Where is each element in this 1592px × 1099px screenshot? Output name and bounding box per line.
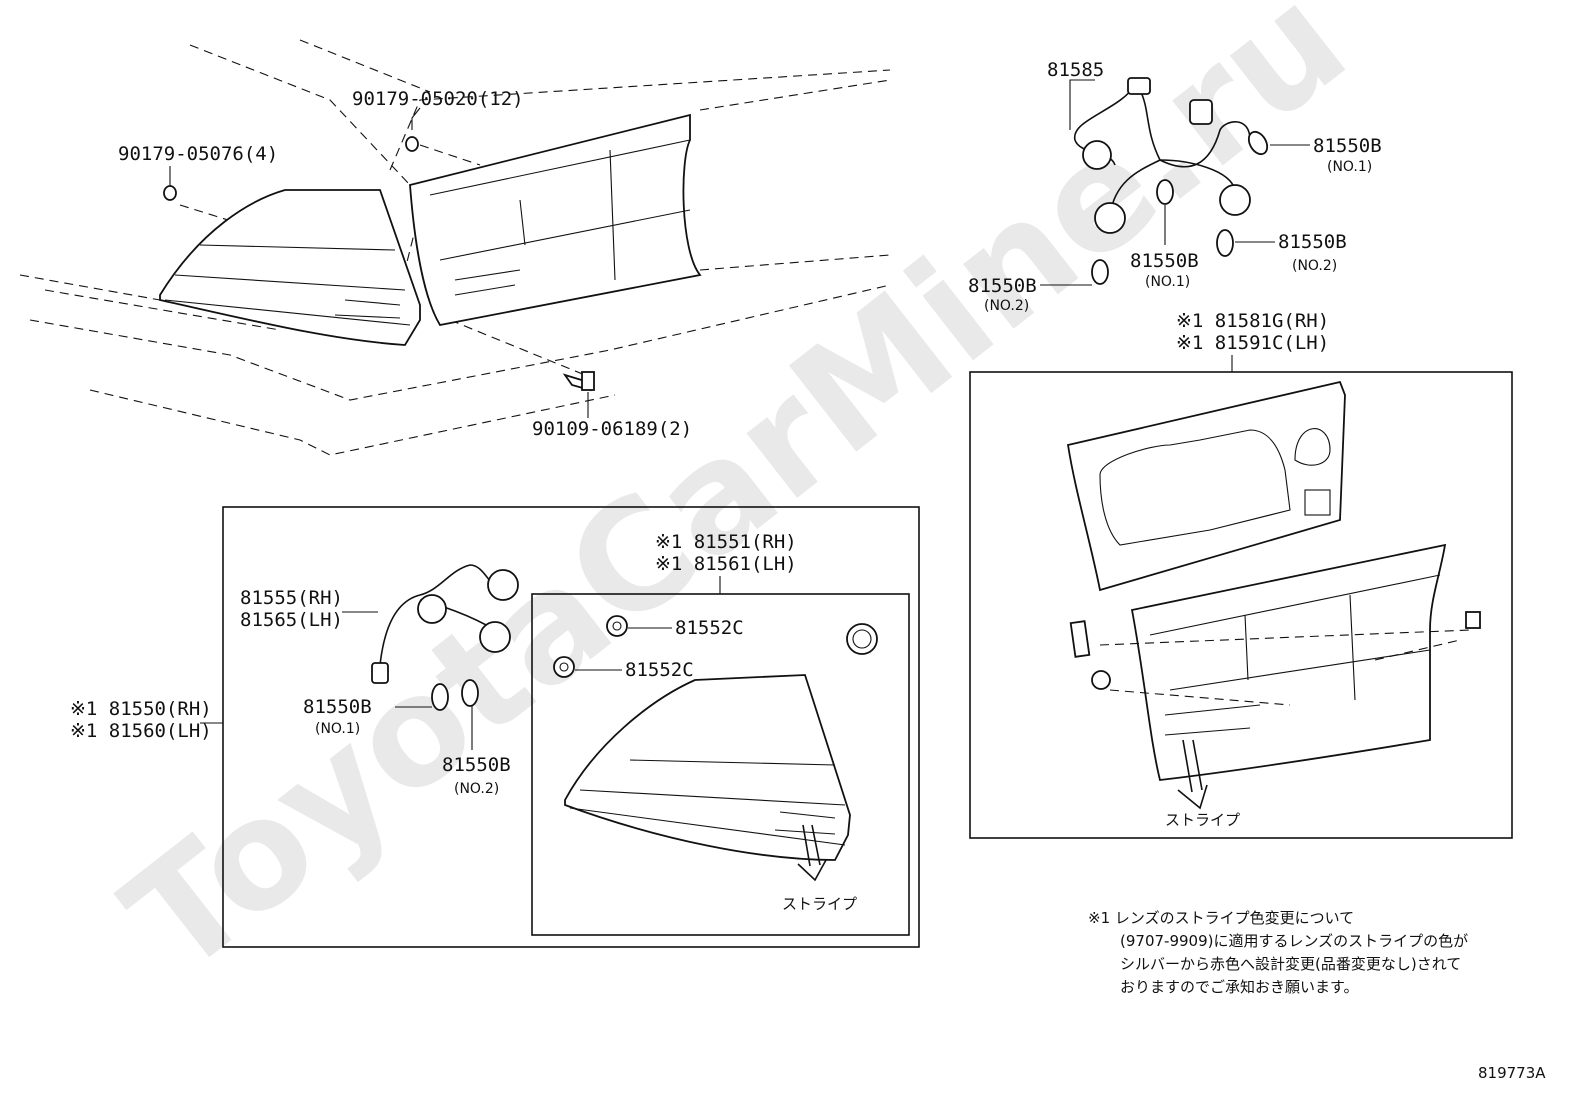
callout-bulb-b-sub: (NO.1) [1145, 274, 1190, 290]
callout-lens-rh: ※1 81551(RH) [655, 531, 797, 553]
socket-harness [371, 564, 519, 684]
lens-left [564, 674, 851, 882]
garnish-assy-box [969, 371, 1513, 839]
footnote: ※1 レンズのストライプ色変更について (9707-9909)に適用するレンズの… [1088, 909, 1468, 996]
callout-bulb-b: 81550B [1130, 250, 1199, 272]
callout-gasket-b: 81552C [625, 659, 694, 681]
bulbs-top-right [1040, 130, 1310, 286]
garnish-plate [1066, 380, 1346, 592]
callout-assy-rh: ※1 81550(RH) [70, 698, 212, 720]
callout-bolt-top: 90179-05020(12) [352, 88, 524, 110]
callout-assy-lh: ※1 81560(LH) [70, 720, 212, 742]
callout-bulb-a: 81550B [1313, 135, 1382, 157]
stripe-label-left: ストライプ [782, 895, 857, 913]
callout-bulb-d: 81550B [968, 275, 1037, 297]
callout-socket-lh: 81565(LH) [240, 609, 343, 631]
callout-socket-rh: 81555(RH) [240, 587, 343, 609]
callout-bulb-e: 81550B [303, 696, 372, 718]
rear-center-garnish [409, 113, 702, 327]
wire-harness-81585 [1074, 77, 1251, 234]
callout-garnish-lh: ※1 81591C(LH) [1176, 332, 1329, 354]
callout-gasket-a: 81552C [675, 617, 744, 639]
callout-bulb-c: 81550B [1278, 231, 1347, 253]
rear-combination-lamp-left [159, 189, 421, 346]
callout-lens-lh: ※1 81561(LH) [655, 553, 797, 575]
callout-bulb-c-sub: (NO.2) [1292, 258, 1337, 274]
gaskets [553, 615, 878, 678]
diagram-id: 819773A [1478, 1064, 1546, 1082]
callout-screw: 90109-06189(2) [532, 418, 692, 440]
lamp-assy-box [222, 506, 920, 948]
callout-bulb-f: 81550B [442, 754, 511, 776]
bolt-90179-05020 [405, 107, 421, 152]
callout-garnish-rh: ※1 81581G(RH) [1176, 310, 1329, 332]
callout-bulb-a-sub: (NO.1) [1327, 159, 1372, 175]
footnote-line-2: (9707-9909)に適用するレンズのストライプの色が [1120, 932, 1468, 950]
footnote-line-3: シルバーから赤色へ設計変更(品番変更なし)されて [1120, 955, 1461, 973]
callout-bolt-left: 90179-05076(4) [118, 143, 278, 165]
callout-bulb-e-sub: (NO.1) [315, 721, 360, 737]
footnote-line-4: おりますのでご承知おき願います。 [1120, 978, 1359, 996]
footnote-line-1: ※1 レンズのストライプ色変更について [1088, 909, 1354, 927]
bulbs-left [395, 679, 479, 750]
screw-90109-06189 [562, 371, 595, 418]
callout-bulb-f-sub: (NO.2) [454, 781, 499, 797]
stripe-label-right: ストライプ [1165, 811, 1240, 829]
bolt-90179-05076 [163, 166, 177, 201]
callout-harness-top: 81585 [1047, 59, 1104, 81]
lens-box [531, 593, 910, 936]
callout-bulb-d-sub: (NO.2) [984, 298, 1029, 314]
garnish-lens [1069, 543, 1481, 810]
